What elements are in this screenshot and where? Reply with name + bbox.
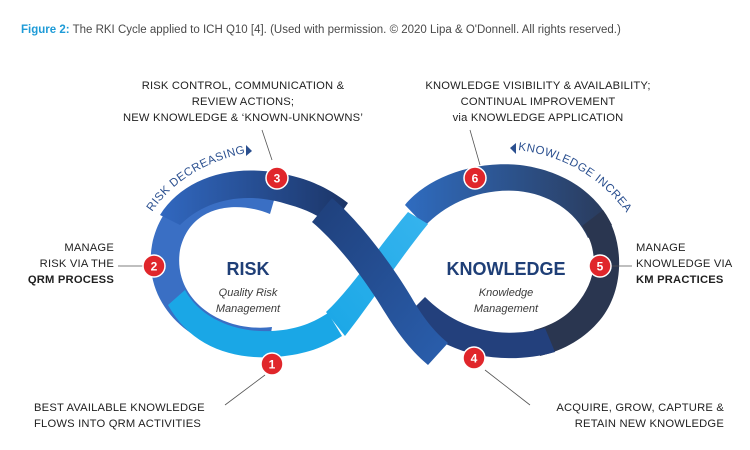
risk-subtitle-line2: Management — [216, 303, 281, 315]
figure-caption: Figure 2: The RKI Cycle applied to ICH Q… — [21, 24, 621, 36]
badge-2: 2 — [142, 254, 166, 278]
label-step-6: KNOWLEDGE VISIBILITY & AVAILABILITY; CON… — [398, 78, 678, 126]
crossing-band-navy — [312, 198, 448, 365]
left-loop-bottom-arc — [168, 290, 342, 358]
label-step-6-line3: via KNOWLEDGE APPLICATION — [452, 112, 624, 124]
leader-line-4 — [484, 369, 531, 406]
label-step-6-line1: KNOWLEDGE VISIBILITY & AVAILABILITY; — [425, 80, 651, 92]
label-step-2-line3: QRM PROCESS — [27, 274, 114, 286]
label-step-3-line1: RISK CONTROL, COMMUNICATION & — [141, 80, 345, 92]
label-step-5-line2: KNOWLEDGE VIA — [636, 258, 733, 270]
label-step-2: MANAGE RISK VIA THE QRM PROCESS — [10, 240, 114, 288]
knowledge-subtitle-line2: Management — [474, 303, 539, 315]
figure-caption-text: The RKI Cycle applied to ICH Q10 [4]. (U… — [72, 24, 621, 36]
right-loop-right-arc — [534, 210, 620, 356]
badge-6: 6 — [463, 166, 487, 190]
badge-1: 1 — [260, 352, 284, 376]
risk-subtitle-line1: Quality Risk — [219, 287, 278, 299]
leader-line-1 — [224, 374, 266, 406]
svg-text:3: 3 — [274, 172, 281, 186]
svg-text:4: 4 — [471, 352, 478, 366]
badge-3: 3 — [265, 166, 289, 190]
band-arrow-left-icon — [246, 145, 252, 156]
label-step-5-line1: MANAGE — [636, 242, 686, 254]
label-step-4: ACQUIRE, GROW, CAPTURE & RETAIN NEW KNOW… — [520, 400, 724, 432]
label-step-6-line2: CONTINUAL IMPROVEMENT — [460, 96, 616, 108]
knowledge-subtitle-line1: Knowledge — [479, 287, 533, 299]
leader-lines — [118, 129, 632, 406]
label-step-1-line1: BEST AVAILABLE KNOWLEDGE — [34, 402, 205, 414]
left-loop-top-arc — [160, 170, 348, 226]
label-step-1: BEST AVAILABLE KNOWLEDGE FLOWS INTO QRM … — [34, 400, 234, 432]
badge-4: 4 — [462, 346, 486, 370]
badge-5: 5 — [588, 254, 612, 278]
right-loop-top-arc — [405, 164, 612, 238]
leader-line-3 — [261, 129, 273, 161]
label-step-4-line1: ACQUIRE, GROW, CAPTURE & — [556, 402, 724, 414]
svg-text:6: 6 — [472, 172, 479, 186]
figure-label: Figure 2: — [21, 24, 70, 36]
leader-line-6 — [469, 129, 481, 166]
svg-text:5: 5 — [597, 260, 604, 274]
label-step-2-line1: MANAGE — [64, 242, 114, 254]
band-arrow-right-icon — [510, 143, 516, 154]
svg-text:1: 1 — [269, 358, 276, 372]
svg-text:2: 2 — [151, 260, 158, 274]
label-step-5: MANAGE KNOWLEDGE VIA KM PRACTICES — [636, 240, 746, 288]
label-step-4-line2: RETAIN NEW KNOWLEDGE — [574, 418, 724, 430]
right-loop-bottom-arc — [406, 297, 555, 359]
label-step-1-line2: FLOWS INTO QRM ACTIVITIES — [34, 418, 202, 430]
label-step-5-line3: KM PRACTICES — [636, 274, 724, 286]
label-step-2-line2: RISK VIA THE — [39, 258, 114, 270]
label-step-3-line3: NEW KNOWLEDGE & ‘KNOWN-UNKNOWNS’ — [122, 112, 364, 124]
label-step-3: RISK CONTROL, COMMUNICATION & REVIEW ACT… — [118, 78, 368, 126]
label-step-3-line2: REVIEW ACTIONS; — [191, 96, 295, 108]
risk-title: RISK — [226, 259, 269, 279]
knowledge-title: KNOWLEDGE — [447, 259, 566, 279]
